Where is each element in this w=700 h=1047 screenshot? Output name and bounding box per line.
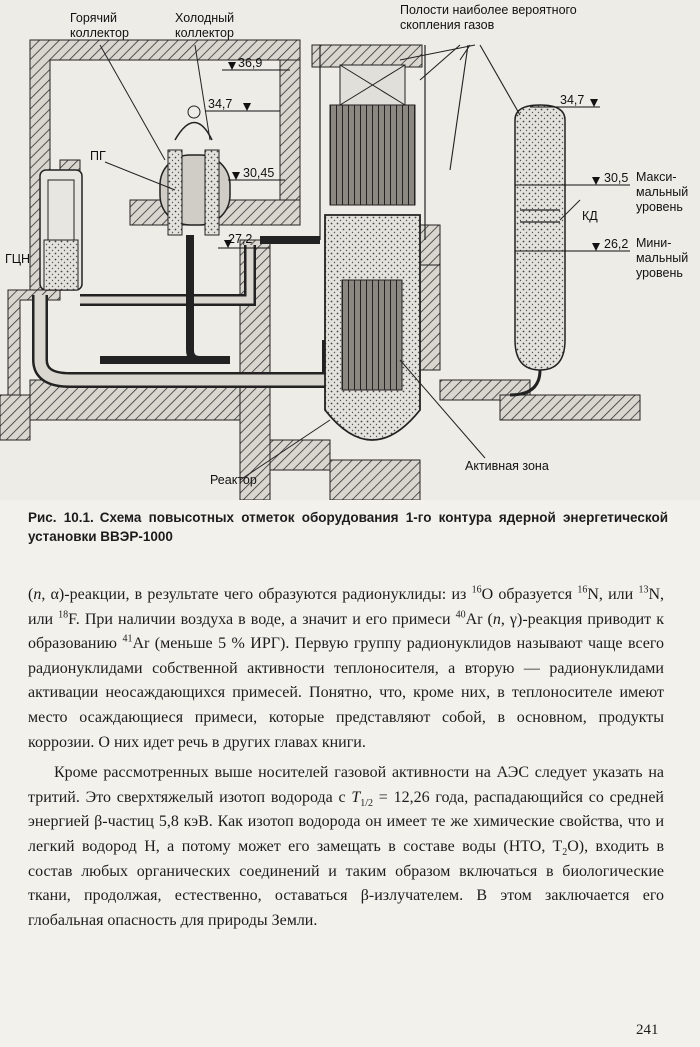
cold-collector-label-2: коллектор (175, 26, 234, 40)
max-level-label-3: уровень (636, 200, 683, 214)
page-number: 241 (636, 1022, 659, 1038)
elevation-e1: 36,9 (238, 56, 262, 70)
elevation-e3: 30,45 (243, 166, 274, 180)
elevation-e6: 30,5 (604, 171, 628, 185)
p1-mass-number: 40 (455, 609, 466, 621)
p1-text: , γ)-реакция приводит к образованию (28, 610, 664, 653)
caption-number: Рис. 10.1. (28, 510, 94, 525)
main-pump-label: ГЦН (5, 252, 30, 266)
p2-var-t: T (351, 788, 361, 806)
p1-text: , α)-реакции, в результате чего образуют… (41, 586, 472, 603)
min-level-label-2: мальный (636, 251, 688, 265)
cold-collector-label-1: Холодный (175, 11, 234, 25)
p2-subscript: 2 (562, 847, 568, 859)
core-label: Активная зона (465, 459, 549, 473)
p1-mass-number: 41 (122, 633, 133, 645)
label-leaders (99, 44, 581, 481)
elevation-e2: 34,7 (208, 97, 232, 111)
p1-text: ( (28, 586, 34, 603)
caption-text: Схема повысотных отметок оборудования 1-… (28, 510, 668, 544)
p1-mass-number: 18 (58, 609, 69, 621)
p1-text: O образуется (481, 586, 578, 603)
p1-mass-number: 16 (577, 584, 588, 596)
gas-cavities-label-1: Полости наиболее вероятного (400, 3, 577, 17)
main-pump (39, 169, 83, 291)
reactor-schematic: Горячий коллектор Холодный коллектор Пол… (0, 3, 688, 500)
p2-subscript: 1/2 (360, 797, 374, 809)
hot-collector-label-1: Горячий (70, 11, 117, 25)
p1-text: F. При наличии воздуха в воде, а значит … (68, 610, 456, 628)
min-level-label-1: Мини- (636, 236, 671, 250)
coolant-loop (32, 235, 338, 388)
p1-text: N, или (587, 586, 639, 603)
pressurizer-label: КД (582, 209, 598, 223)
p2-text: Кроме рассмотренных выше носителей газов… (28, 764, 664, 806)
p1-mass-number: 13 (638, 584, 649, 596)
figure-caption: Рис. 10.1.Схема повысотных отметок обору… (28, 508, 668, 546)
paragraph-2: Кроме рассмотренных выше носителей газов… (28, 761, 664, 933)
pressurizer (509, 104, 566, 397)
hot-collector-label-2: коллектор (70, 26, 129, 40)
reactor-label: Реактор (210, 473, 257, 487)
max-level-label-1: Макси- (636, 170, 677, 184)
p1-mass-number: 16 (471, 584, 482, 596)
p2-text: = 12,26 года, распадающийся со средней э… (28, 788, 664, 855)
gas-cavities-label-2: скопления газов (400, 18, 495, 32)
p1-var-n: n (492, 610, 501, 628)
steam-generator (159, 105, 231, 236)
p1-text: Ar (меньше 5 % ИРГ). Первую группу радио… (28, 635, 665, 751)
reactor-vessel (311, 44, 426, 441)
elevation-e5: 34,7 (560, 93, 584, 107)
paragraph-1: (n, α)-реакции, в результате чего образу… (28, 583, 664, 755)
p2-text: O), входить в состав любых органических … (28, 837, 664, 929)
p1-text: Ar ( (465, 610, 493, 628)
max-level-label-2: мальный (636, 185, 688, 199)
elevation-marks: 36,9 34,7 30,45 27,2 34,7 30,5 26,2 (205, 56, 630, 252)
figure: Горячий коллектор Холодный коллектор Пол… (0, 0, 700, 500)
steam-generator-label: ПГ (90, 149, 106, 163)
elevation-e7: 26,2 (604, 237, 628, 251)
elevation-e4: 27,2 (228, 232, 252, 246)
p1-text: N, или (28, 586, 665, 628)
gas-cavity-leaders (399, 44, 521, 171)
body-text: (n, α)-реакции, в результате чего образу… (28, 583, 664, 933)
min-level-label-3: уровень (636, 266, 683, 280)
p1-var-n: n (33, 586, 42, 603)
